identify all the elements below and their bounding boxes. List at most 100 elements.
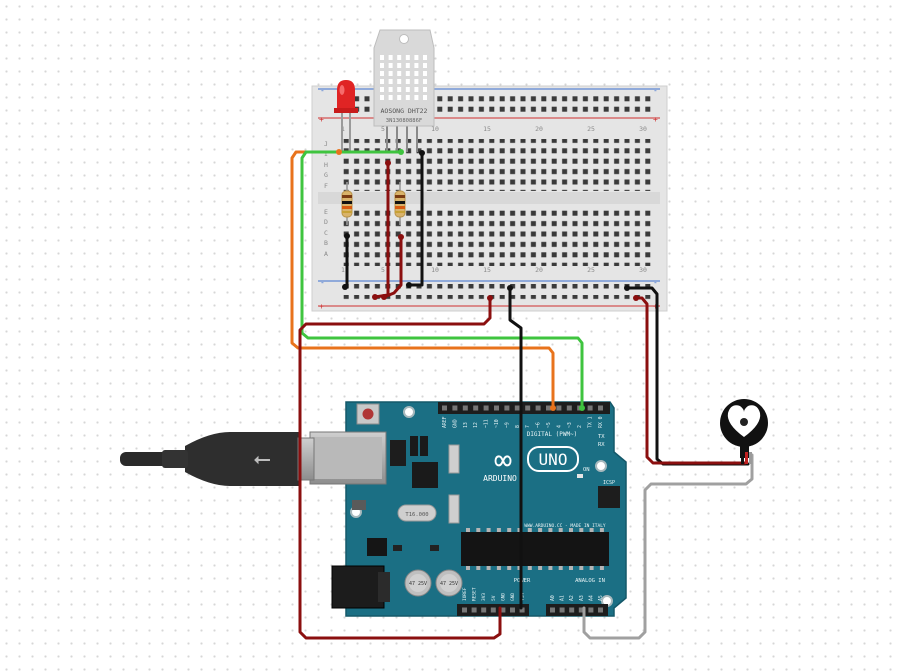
- analog-header-label: ANALOG IN: [575, 578, 605, 584]
- mounting-hole: [403, 406, 415, 418]
- resistor-band: [395, 195, 405, 198]
- chip-pin: [558, 528, 563, 532]
- chip-pin: [527, 566, 532, 570]
- wire-end: [406, 282, 412, 288]
- header-pin[interactable]: [556, 405, 562, 411]
- header-pin[interactable]: [588, 607, 594, 613]
- top-rail-holes-1: [341, 94, 653, 102]
- pin-label: A5: [598, 595, 604, 601]
- column-number: 20: [535, 266, 543, 274]
- resistor-led[interactable]: [341, 182, 353, 225]
- grille-slot: [423, 63, 427, 68]
- pin-label: 4: [556, 425, 562, 428]
- rx-label: RX: [598, 442, 605, 448]
- header-pin[interactable]: [462, 405, 468, 411]
- grille-slot: [405, 87, 410, 92]
- header-pin[interactable]: [494, 405, 499, 411]
- header-pin[interactable]: [569, 607, 575, 613]
- header-pin[interactable]: [587, 405, 593, 411]
- column-number: 20: [535, 125, 543, 133]
- arduino-uno-board[interactable]: T16.000 47 25V 47 25V ICSP: [309, 401, 627, 617]
- header-pin[interactable]: [598, 607, 603, 613]
- usb-icon: ⭠: [253, 447, 271, 472]
- wire-orange[interactable]: [290, 150, 555, 410]
- chip-pin: [486, 528, 491, 532]
- header-pin[interactable]: [535, 405, 541, 411]
- pin-label: ~11: [484, 419, 490, 428]
- dht22-sensor[interactable]: AOSONG DHT22 3N13080886F: [373, 29, 435, 152]
- pin-label: 5V: [491, 595, 497, 601]
- resistor-band: [342, 206, 352, 209]
- pulse-sensor-tab: [740, 444, 749, 458]
- header-pin[interactable]: [598, 405, 603, 411]
- chip-pin: [507, 528, 512, 532]
- resistor-band: [395, 206, 405, 209]
- pin-label: GND: [510, 593, 516, 601]
- pin-label: 3V3: [481, 593, 487, 601]
- header-pin[interactable]: [462, 607, 467, 613]
- led-rim: [334, 108, 358, 113]
- wire-darkred[interactable]: [382, 235, 403, 299]
- bottom-rail-holes-2: [341, 295, 653, 303]
- sensor-mount-hole: [399, 34, 409, 44]
- grille-slot: [388, 79, 393, 84]
- header-pin[interactable]: [452, 405, 458, 411]
- wire-end: [381, 294, 387, 300]
- header-pin[interactable]: [483, 405, 489, 411]
- pin-label: 2: [577, 425, 583, 428]
- resistor-band: [342, 201, 352, 204]
- pulse-lead-black: [741, 452, 744, 464]
- column-number: 15: [483, 125, 491, 133]
- pin-label: A1: [560, 595, 566, 601]
- header-pin[interactable]: [550, 607, 555, 613]
- header-pin[interactable]: [578, 607, 584, 613]
- wire-green[interactable]: [300, 150, 584, 410]
- dc-jack-rear: [378, 572, 390, 602]
- wire-darkred-5v[interactable]: [298, 296, 502, 640]
- resistor-sensor[interactable]: [394, 182, 406, 225]
- header-pin[interactable]: [566, 405, 572, 411]
- wire-end: [624, 285, 630, 291]
- header-pin[interactable]: [473, 405, 479, 411]
- header-pin[interactable]: [490, 607, 496, 613]
- header-pin[interactable]: [559, 607, 565, 613]
- header-pin[interactable]: [510, 607, 515, 613]
- header-pin[interactable]: [514, 405, 520, 411]
- chip-pin: [476, 566, 481, 570]
- voltage-regulator: [367, 538, 387, 556]
- header-pin[interactable]: [546, 405, 551, 411]
- header-pin[interactable]: [525, 405, 531, 411]
- wire-end: [344, 233, 350, 239]
- pulse-sensor[interactable]: [720, 399, 768, 458]
- wire-darkred-pulse[interactable]: [634, 296, 747, 465]
- grille-slot: [405, 95, 410, 100]
- grille-slot: [380, 63, 384, 68]
- chip-pin: [548, 566, 553, 570]
- row-letter: E: [324, 208, 328, 216]
- chip-pin: [527, 528, 532, 532]
- header-pin[interactable]: [471, 607, 477, 613]
- uno-label: UNO: [539, 450, 568, 469]
- header-pin[interactable]: [500, 607, 506, 613]
- wire-gray-signal[interactable]: [582, 453, 754, 640]
- wire-black-gnd[interactable]: [508, 286, 523, 610]
- website-label: WWW.ARDUINO.CC - MADE IN ITALY: [524, 523, 606, 529]
- pin-label: VIN: [520, 593, 526, 601]
- header-pin[interactable]: [481, 607, 487, 613]
- wire-black[interactable]: [407, 151, 424, 287]
- usb-plug-housing: [185, 432, 300, 486]
- power-led: [577, 474, 583, 478]
- grille-slot: [388, 63, 393, 68]
- center-channel: [318, 192, 660, 204]
- header-pin[interactable]: [519, 607, 525, 613]
- grille-slot: [388, 95, 393, 100]
- usb-cable-boot: [162, 450, 188, 468]
- header-pin[interactable]: [504, 405, 510, 411]
- red-led[interactable]: [334, 80, 358, 152]
- usb-cable[interactable]: ⭠: [120, 432, 315, 486]
- header-pin[interactable]: [442, 405, 447, 411]
- grille-slot: [423, 87, 427, 92]
- row-letter: A: [324, 250, 328, 258]
- on-label: ON: [583, 467, 590, 473]
